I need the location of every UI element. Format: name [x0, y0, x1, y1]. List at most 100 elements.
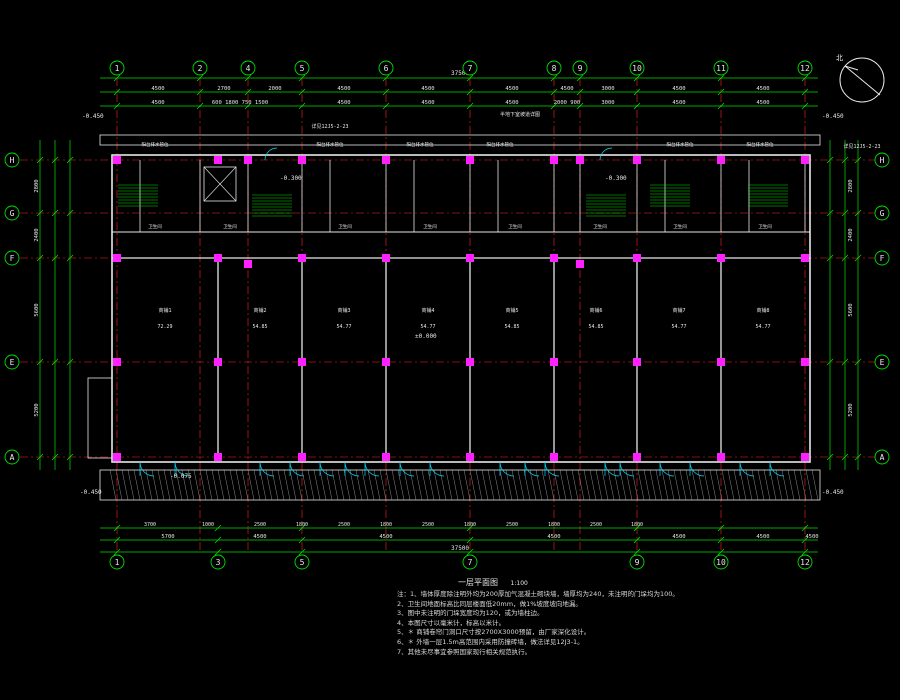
axis-grid-lines	[20, 78, 880, 552]
paving-hatch	[715, 469, 723, 501]
axis-bubble-label: A	[880, 453, 885, 462]
door-swing	[139, 461, 155, 477]
note-line: 3、图中未注明的门垛宽度均为120，或为墙柱边。	[397, 609, 544, 618]
dimension-tick	[466, 74, 474, 82]
paving-hatch	[187, 469, 195, 501]
paving-hatch	[427, 469, 435, 501]
column	[113, 156, 121, 164]
column	[113, 358, 121, 366]
paving-hatch	[727, 469, 735, 501]
paving-hatch	[199, 469, 207, 501]
dimension-tick	[633, 102, 641, 110]
dimension-text: 2400	[34, 228, 40, 241]
dimension-tick	[214, 524, 222, 532]
dimension-tick	[841, 156, 849, 164]
paving-hatch	[565, 469, 573, 501]
level-text: -0.300	[605, 175, 627, 182]
dimension-tick	[854, 453, 862, 461]
column	[576, 156, 584, 164]
dimension-text: 4500	[547, 534, 560, 540]
paving-hatch	[289, 469, 297, 501]
dimension-tick	[801, 74, 809, 82]
paving-hatch	[595, 469, 603, 501]
dimension-tick	[382, 74, 390, 82]
dimension-tick	[36, 358, 44, 366]
axis-bubble-top	[109, 60, 125, 76]
column	[382, 156, 390, 164]
dimension-tick	[826, 453, 834, 461]
dimension-tick	[717, 536, 725, 544]
dimension-tick	[841, 358, 849, 366]
dimension-text: 3000	[601, 86, 614, 92]
axis-bubble-label: 6	[384, 64, 389, 73]
axis-bubble-side	[874, 205, 890, 221]
toilet-label: 卫生间	[423, 223, 437, 230]
axis-bubble-label: H	[880, 156, 885, 165]
dimension-text: 5600	[848, 303, 854, 316]
paving-hatch	[223, 469, 231, 501]
dimension-tick	[841, 453, 849, 461]
dimension-tick	[298, 536, 306, 544]
paving-hatch	[667, 469, 675, 501]
dimension-text: 2800	[34, 179, 40, 192]
note-line: 2、卫生间地面标高比同层楼面低20mm，做1%坡度坡向地漏。	[397, 599, 582, 608]
dimension-tick	[717, 548, 725, 556]
axis-bubble-label: F	[10, 254, 15, 263]
column	[717, 453, 725, 461]
toilet-label: 卫生间	[593, 223, 607, 230]
paving-hatch	[619, 469, 627, 501]
dimension-text: 2700	[217, 86, 230, 92]
dimension-tick	[298, 74, 306, 82]
column	[466, 358, 474, 366]
paving-hatch	[163, 469, 171, 501]
paving-hatch	[121, 469, 129, 501]
column	[801, 358, 809, 366]
paving-hatch	[145, 469, 153, 501]
paving-hatch	[307, 469, 315, 501]
room-area: 54.85	[252, 324, 267, 330]
column	[382, 358, 390, 366]
dimension-tick	[801, 88, 809, 96]
dimension-tick	[382, 102, 390, 110]
dimension-tick	[298, 524, 306, 532]
note-line: 7、其他未尽事宜参照国家现行相关规范执行。	[397, 647, 532, 656]
room-label: 商铺3	[337, 307, 350, 314]
paving-hatch	[661, 469, 669, 501]
paving-hatch	[553, 469, 561, 501]
dimension-tick	[576, 88, 584, 96]
column	[550, 358, 558, 366]
paving-hatch	[547, 469, 555, 501]
column	[550, 156, 558, 164]
paving-hatch	[247, 469, 255, 501]
paving-hatch	[415, 469, 423, 501]
reference-tag: 详见12J5-2-23	[311, 123, 348, 130]
paving-hatch	[487, 469, 495, 501]
dimension-text: 4500	[756, 534, 769, 540]
column	[113, 254, 121, 262]
axis-bubble-label: 3	[216, 558, 221, 567]
dimension-tick	[633, 74, 641, 82]
dimension-tick	[854, 254, 862, 262]
dimension-text: 4500	[337, 86, 350, 92]
paving-hatch	[457, 469, 465, 501]
column	[801, 453, 809, 461]
axis-bubble-side	[4, 250, 20, 266]
dimension-text: 5200	[848, 403, 854, 416]
door-swing	[319, 461, 335, 477]
dimension-tick	[633, 524, 641, 532]
axis-bubble-label: 4	[246, 64, 251, 73]
axis-bubble-label: 10	[716, 558, 726, 567]
dimension-tick	[826, 358, 834, 366]
paving-hatch	[517, 469, 525, 501]
column	[382, 254, 390, 262]
axis-bubble-label: A	[10, 453, 15, 462]
dimension-tick	[113, 88, 121, 96]
dimension-tick	[66, 358, 74, 366]
paving-hatch	[361, 469, 369, 501]
paving-hatch	[793, 469, 801, 501]
column	[550, 453, 558, 461]
paving-hatch	[235, 469, 243, 501]
dimension-tick	[550, 102, 558, 110]
note-line: 注：1、墙体厚度除注明外均为200厚加气混凝土砌块墙，墙厚均为240，未注明的门…	[397, 590, 679, 598]
